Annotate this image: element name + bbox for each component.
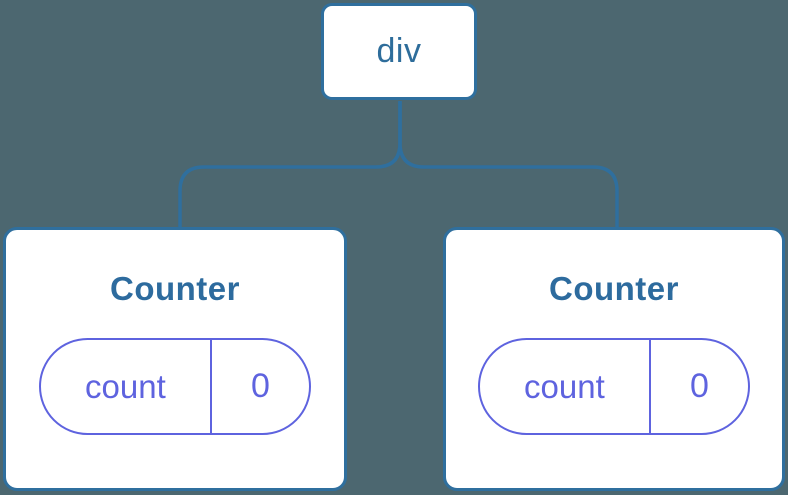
state-pill: count 0 <box>39 338 311 435</box>
state-key: count <box>85 367 166 405</box>
connector-branch-left <box>178 101 402 228</box>
state-value: 0 <box>648 340 748 433</box>
component-title: Counter <box>549 270 679 307</box>
state-pill: count 0 <box>478 338 750 435</box>
root-node-label: div <box>376 32 422 70</box>
state-value: 0 <box>209 340 309 433</box>
connector-branch-right <box>398 101 619 228</box>
state-key: count <box>524 367 605 405</box>
component-card-left: Counter count 0 <box>3 227 347 491</box>
component-card-right: Counter count 0 <box>443 227 785 491</box>
root-node: div <box>321 3 477 100</box>
component-title: Counter <box>110 270 240 307</box>
